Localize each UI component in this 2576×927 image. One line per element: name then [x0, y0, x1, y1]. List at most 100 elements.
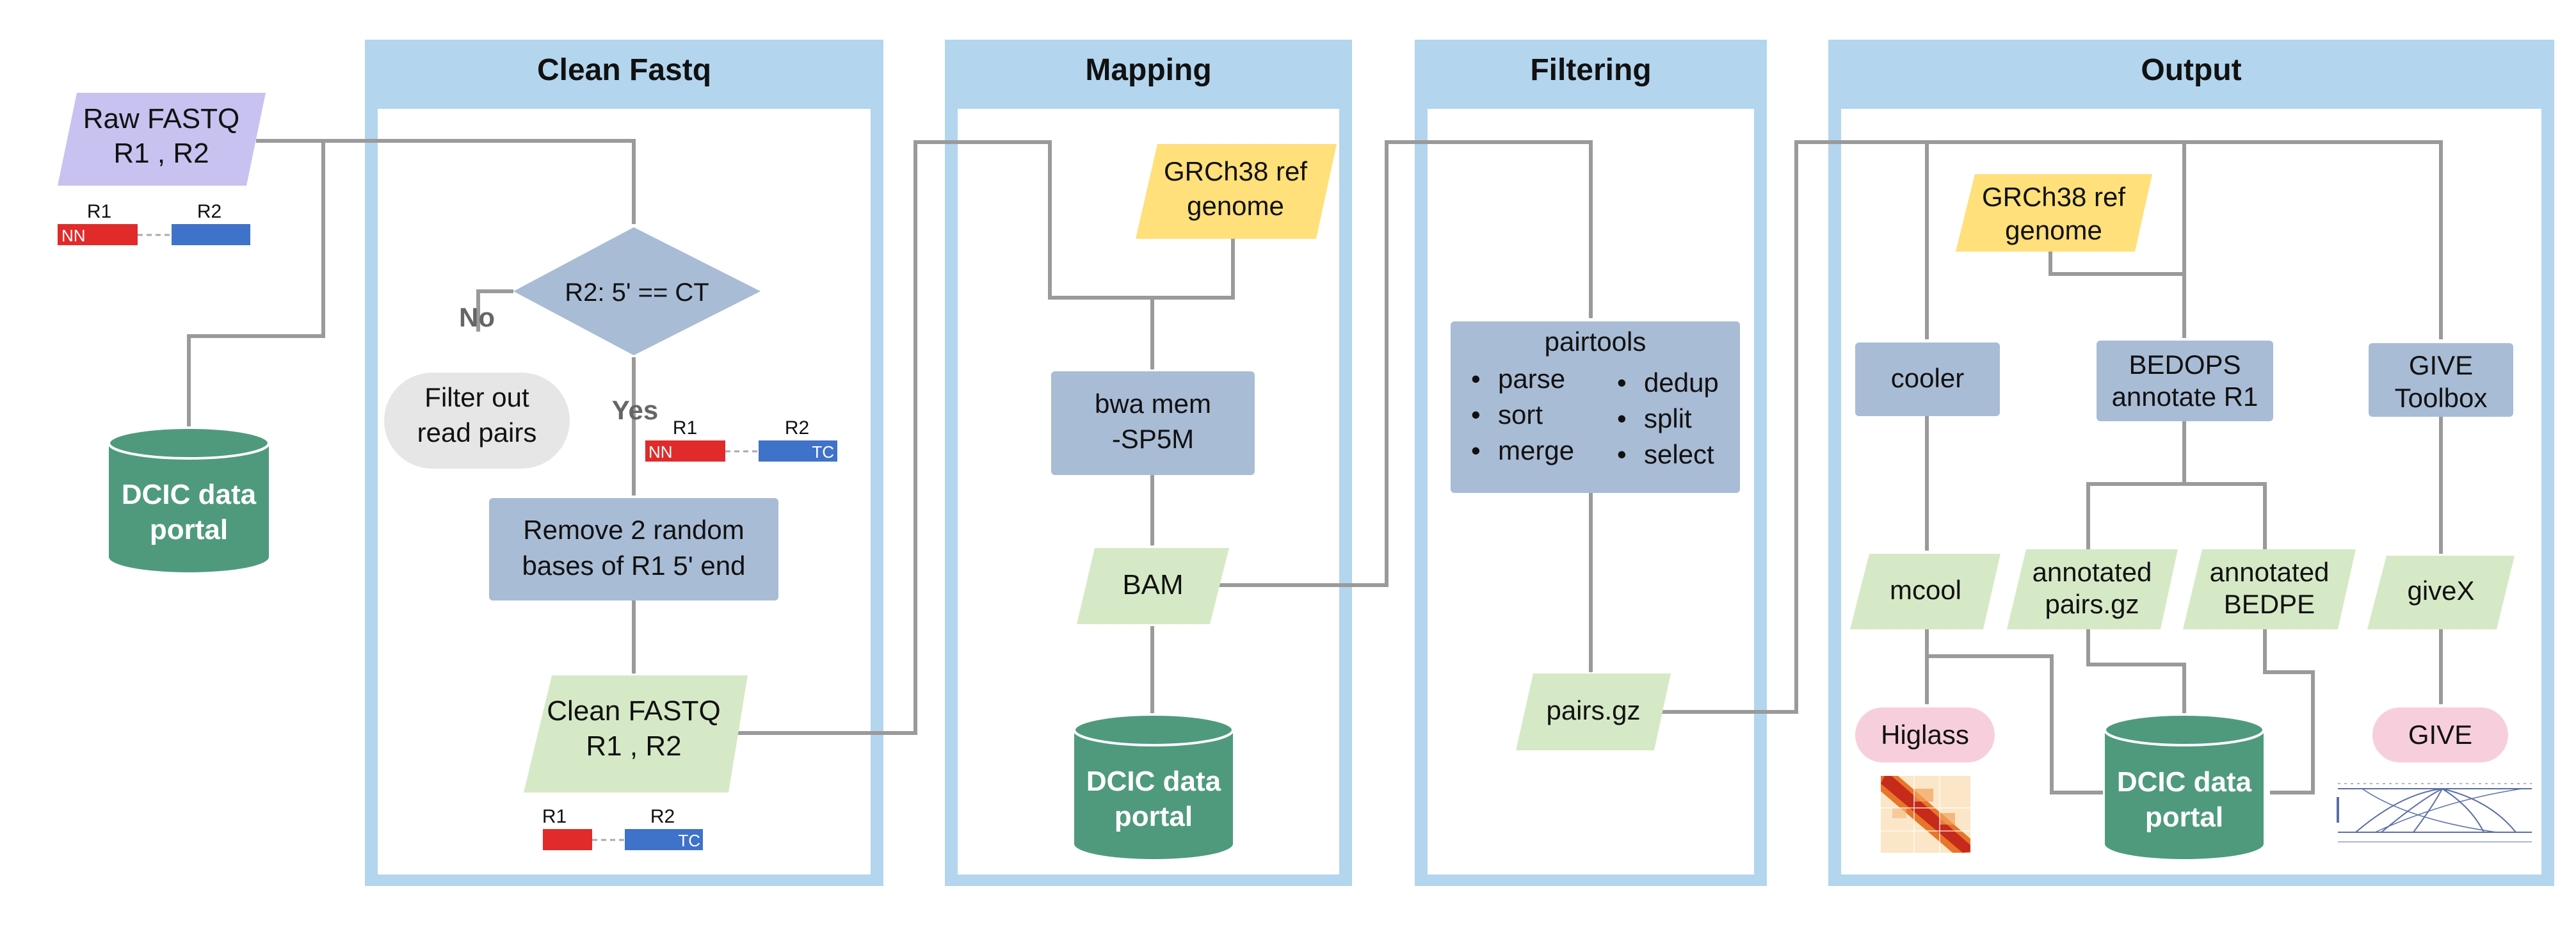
- output-portal-label-2: portal: [2145, 802, 2223, 833]
- pairtools-left-item: sort: [1498, 399, 1543, 430]
- annotated-bedpe-label-2: BEDPE: [2224, 589, 2315, 619]
- bwa-node: bwa mem -SP5M: [1051, 371, 1255, 475]
- give-node: GIVE: [2372, 707, 2508, 762]
- pairtools-title: pairtools: [1545, 326, 1646, 357]
- stage-title-mapping: Mapping: [1085, 53, 1211, 87]
- pairtools-right-bullet: •: [1617, 439, 1627, 469]
- clean-fastq-label-1: Clean FASTQ: [547, 695, 720, 727]
- mcool-node: mcool: [1850, 554, 2000, 629]
- stage-title-clean-fastq: Clean Fastq: [537, 53, 711, 87]
- remove-label-2: bases of R1 5' end: [522, 551, 746, 581]
- mapping-ref-label-2: genome: [1187, 191, 1284, 221]
- pairs-gz-node: pairs.gz: [1516, 673, 1671, 750]
- clean-fastq-label-2: R1 , R2: [586, 730, 681, 762]
- connectors: [186, 139, 2443, 795]
- raw-read-pair-diagram: R1 R2 NN: [58, 201, 250, 245]
- mcool-label: mcool: [1890, 575, 1961, 605]
- pairtools-node: pairtools • parse • sort • merge • dedup…: [1451, 321, 1740, 493]
- pairtools-right-item: dedup: [1644, 367, 1719, 398]
- stage-title-filtering: Filtering: [1530, 53, 1651, 87]
- input-portal-label-2: portal: [150, 514, 228, 545]
- stage-title-output: Output: [2141, 53, 2241, 87]
- connector-bedops-to-annotated: [2086, 421, 2186, 551]
- yes-nn-label: NN: [648, 442, 673, 462]
- clean-r1-label: R1: [542, 806, 567, 827]
- raw-r2-label: R2: [197, 201, 221, 222]
- givex-label: giveX: [2407, 576, 2474, 606]
- output-ref-label-2: genome: [2005, 215, 2102, 245]
- connector-bedpe-to-portal: [2263, 629, 2315, 795]
- connector-pairs-to-output: [1661, 140, 2443, 714]
- yes-r2-label: R2: [785, 417, 809, 439]
- raw-r1-label: R1: [87, 201, 111, 222]
- mapping-portal-label-1: DCIC data: [1086, 766, 1221, 797]
- bedops-label-1: BEDOPS: [2129, 350, 2241, 380]
- pairtools-left-item: parse: [1498, 364, 1565, 394]
- connector-annotated-to-portal: [2086, 629, 2187, 714]
- connector-raw-to-decision: [256, 139, 636, 225]
- clean-r2-label: R2: [650, 806, 675, 827]
- pairtools-left-item: merge: [1498, 435, 1574, 465]
- higlass-node: Higlass: [1855, 707, 1995, 762]
- bam-label: BAM: [1122, 569, 1183, 601]
- raw-nn-label: NN: [61, 226, 86, 245]
- give-label: GIVE: [2408, 720, 2472, 750]
- connector-bedops-to-bedpe: [2184, 482, 2267, 551]
- yes-tc-label: TC: [812, 442, 834, 462]
- bedops-label-2: annotate R1: [2112, 382, 2258, 412]
- connector-ref-to-bedops: [2049, 252, 2184, 276]
- raw-fastq-label-1: Raw FASTQ: [83, 103, 240, 134]
- higlass-heatmap-thumbnail: [1881, 776, 1970, 853]
- annotated-pairs-label-2: pairs.gz: [2045, 589, 2139, 619]
- mapping-ref-node: GRCh38 ref genome: [1136, 144, 1337, 239]
- connector-bam-to-pairtools: [1219, 140, 1593, 587]
- output-portal: DCIC data portal: [2104, 713, 2265, 859]
- pairtools-right-list: • dedup • split • select: [1617, 367, 1719, 469]
- yes-r1-label: R1: [673, 417, 697, 439]
- higlass-label: Higlass: [1881, 720, 1969, 750]
- annotated-pairs-node: annotated pairs.gz: [2007, 549, 2178, 629]
- pairtools-left-bullet: •: [1471, 435, 1481, 465]
- yes-read-pair-diagram: R1 R2 NN TC: [645, 417, 837, 462]
- pairtools-right-bullet: •: [1617, 403, 1627, 433]
- give-toolbox-node: GIVE Toolbox: [2369, 343, 2513, 417]
- yes-label: Yes: [612, 395, 658, 425]
- filter-label-1: Filter out: [424, 382, 529, 412]
- bwa-label-1: bwa mem: [1095, 389, 1211, 419]
- mapping-portal-label-2: portal: [1115, 801, 1193, 832]
- output-ref-label-1: GRCh38 ref: [1982, 182, 2125, 212]
- output-ref-node: GRCh38 ref genome: [1956, 174, 2152, 252]
- decision-node: R2: 5' == CT: [513, 227, 761, 355]
- pairtools-right-item: select: [1644, 439, 1714, 469]
- connector-mcool-to-portal: [1927, 654, 2104, 795]
- give-browser-thumbnail: [2337, 783, 2532, 842]
- pairtools-left-bullet: •: [1471, 399, 1481, 430]
- clean-fastq-node: Clean FASTQ R1 , R2: [524, 675, 748, 793]
- raw-fastq-label-2: R1 , R2: [113, 138, 209, 169]
- mapping-portal: DCIC data portal: [1073, 713, 1234, 859]
- pairs-gz-label: pairs.gz: [1546, 695, 1640, 725]
- annotated-bedpe-node: annotated BEDPE: [2183, 549, 2356, 629]
- givex-node: giveX: [2367, 556, 2515, 629]
- no-label: No: [459, 302, 495, 332]
- remove-bases-node: Remove 2 random bases of R1 5' end: [489, 498, 778, 601]
- raw-fastq-node: Raw FASTQ R1 , R2: [58, 93, 266, 186]
- pairtools-right-item: split: [1644, 403, 1692, 433]
- cooler-label: cooler: [1891, 363, 1964, 393]
- input-portal: DCIC data portal: [108, 426, 270, 572]
- bam-node: BAM: [1077, 548, 1229, 624]
- connector-ref-to-bwa: [1152, 239, 1235, 300]
- output-portal-label-1: DCIC data: [2117, 766, 2252, 798]
- connector-raw-to-portal: [186, 141, 325, 428]
- remove-label-1: Remove 2 random: [523, 515, 745, 545]
- filter-node: Filter out read pairs: [384, 373, 570, 469]
- decision-label: R2: 5' == CT: [565, 278, 709, 307]
- give-toolbox-label-2: Toolbox: [2395, 383, 2488, 413]
- annotated-bedpe-label-1: annotated: [2210, 557, 2330, 587]
- input-portal-label-1: DCIC data: [122, 479, 257, 510]
- filter-label-2: read pairs: [417, 417, 537, 447]
- connector-decision-no: [476, 289, 513, 332]
- cooler-node: cooler: [1855, 343, 2000, 416]
- bedops-node: BEDOPS annotate R1: [2097, 341, 2273, 421]
- pairtools-left-bullet: •: [1471, 364, 1481, 394]
